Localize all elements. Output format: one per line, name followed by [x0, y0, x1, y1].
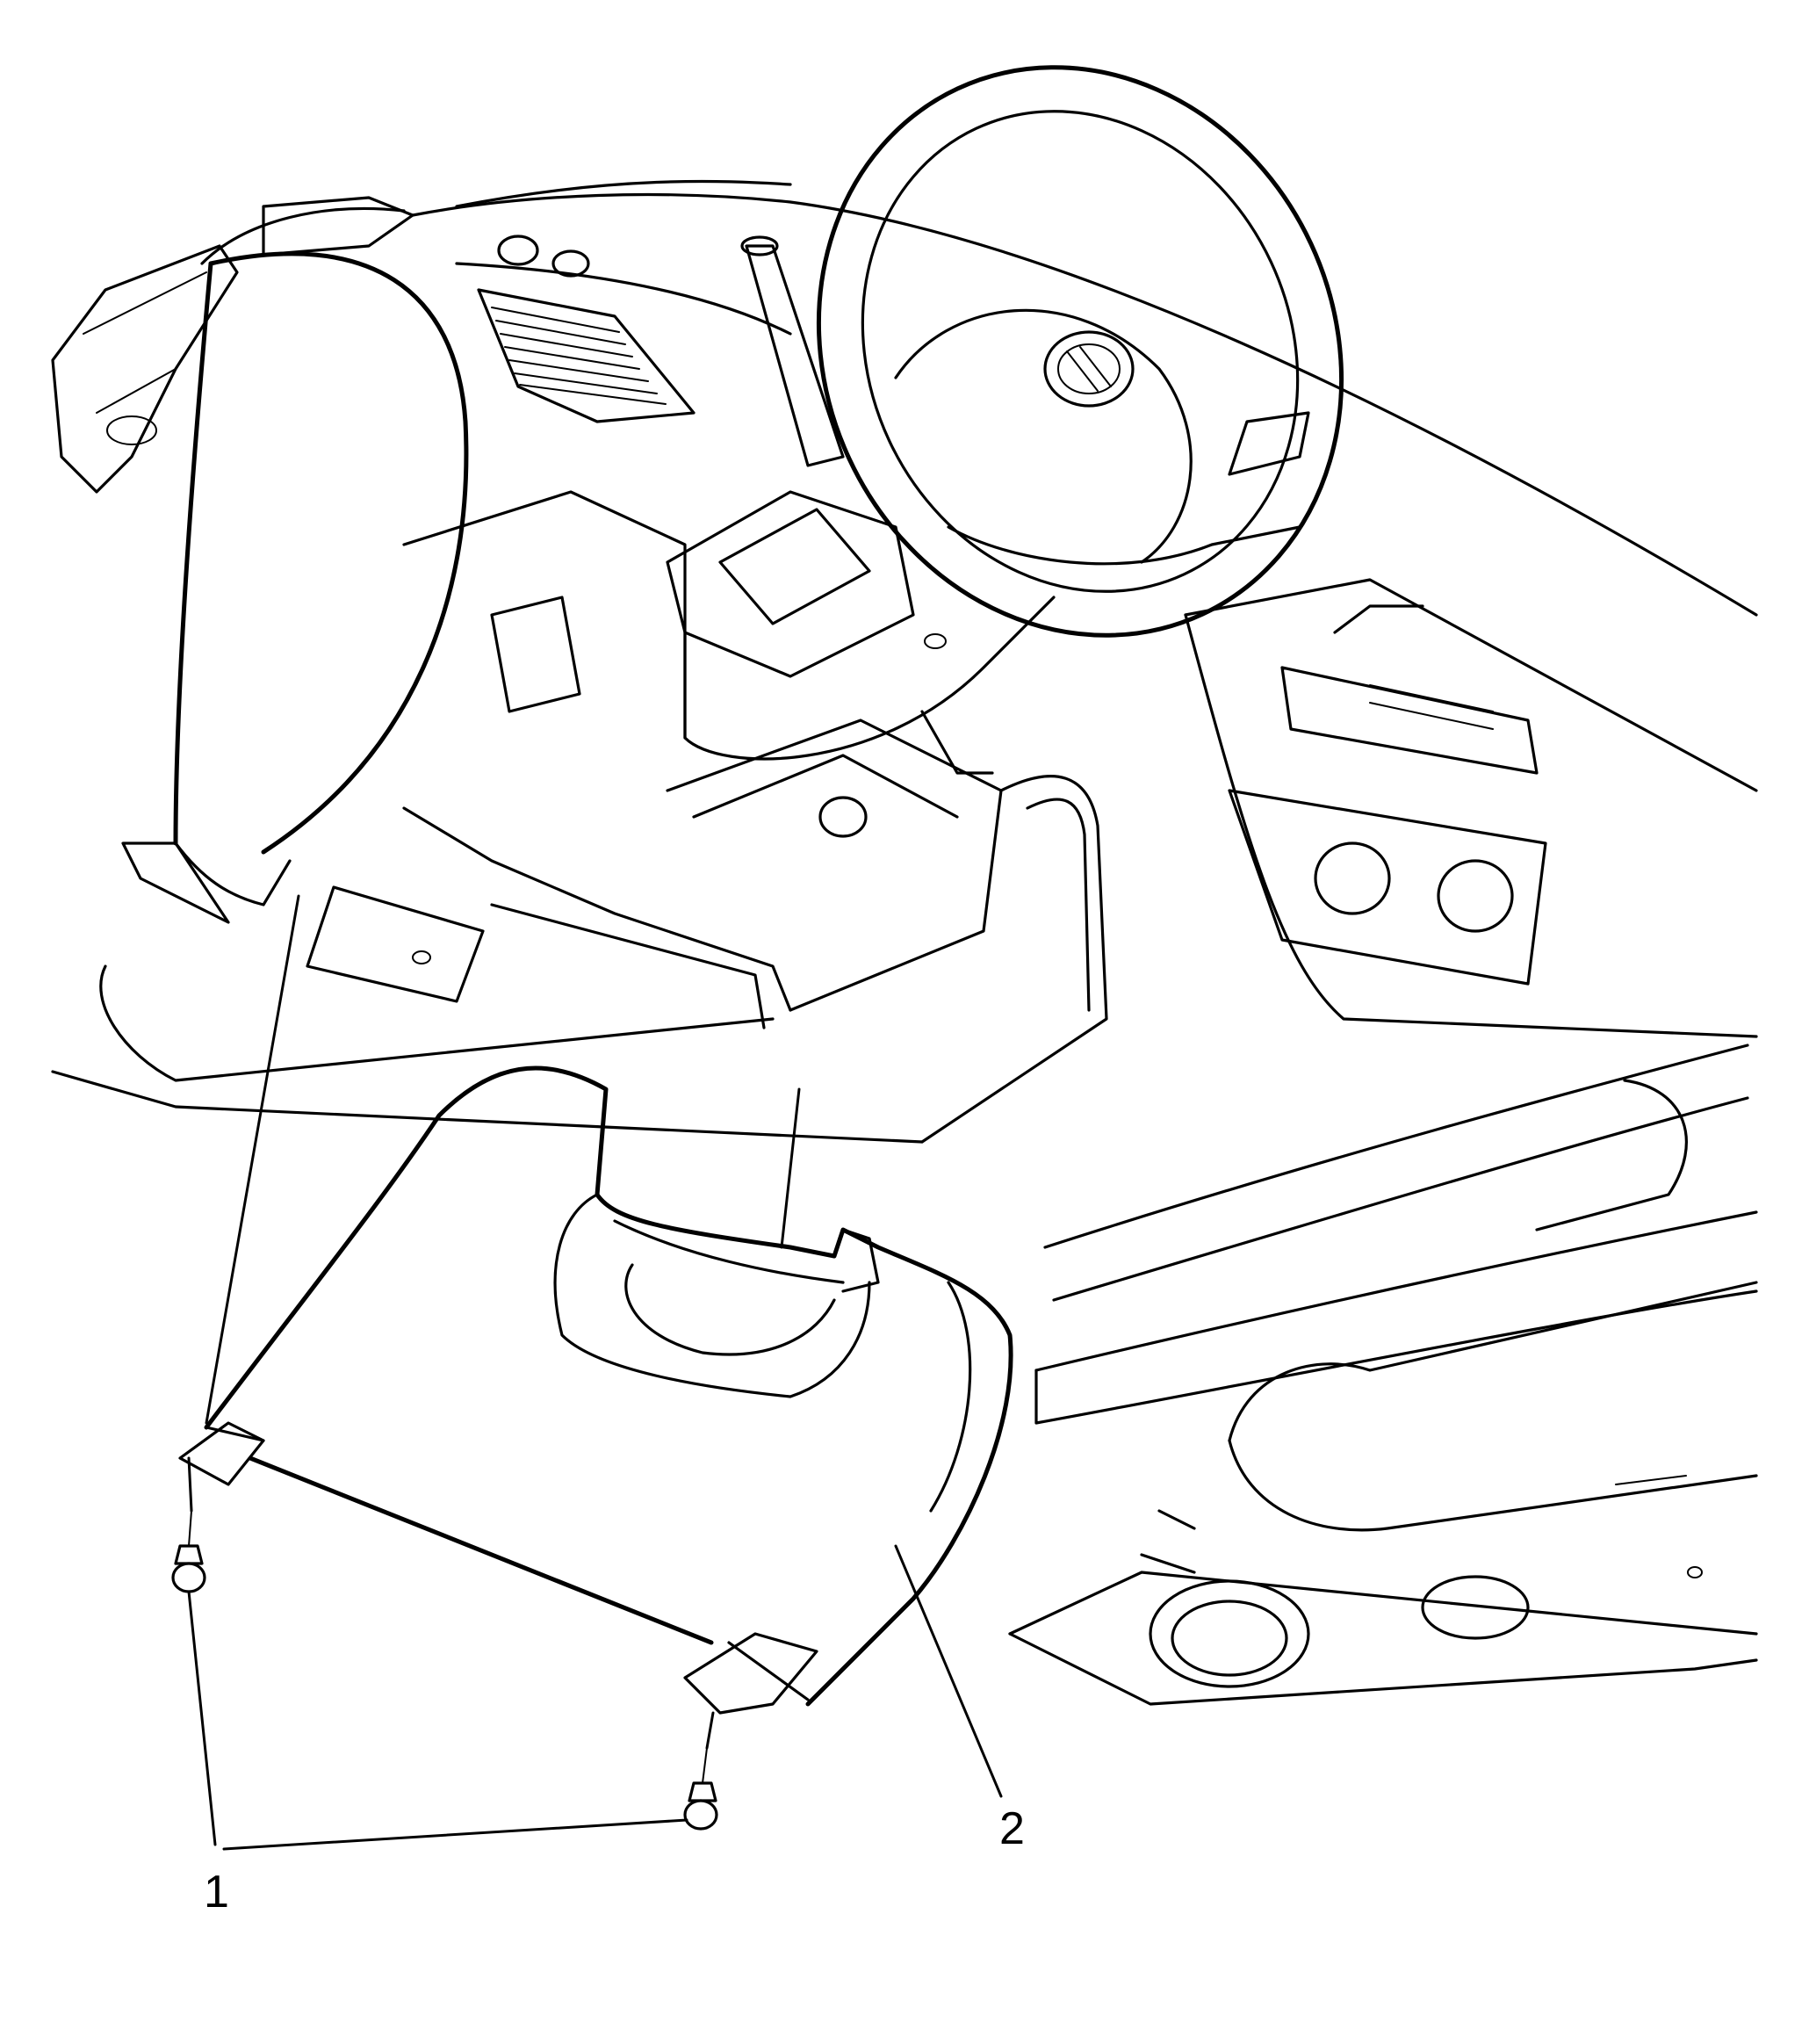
callout-2: 2 [999, 1803, 1025, 1854]
steering-wheel-icon [816, 65, 1344, 638]
lower-trim-panel [178, 1065, 1013, 1715]
lower-left-shelf [51, 885, 924, 1144]
upper-dash [411, 179, 1758, 617]
steering-column [666, 235, 1056, 761]
brand-emblem-icon [1043, 330, 1135, 408]
leader-lines [187, 894, 1003, 1851]
center-opening [402, 490, 1108, 1144]
left-side-panel [51, 196, 469, 924]
air-vent-louvers [491, 307, 667, 405]
fastener-bolt-icon [683, 1747, 718, 1831]
fastener-bolt-icon [171, 1510, 206, 1593]
right-dash-radio [1184, 578, 1758, 1038]
callout-1: 1 [204, 1867, 229, 1918]
right-lower-dash [1008, 1044, 1758, 1706]
